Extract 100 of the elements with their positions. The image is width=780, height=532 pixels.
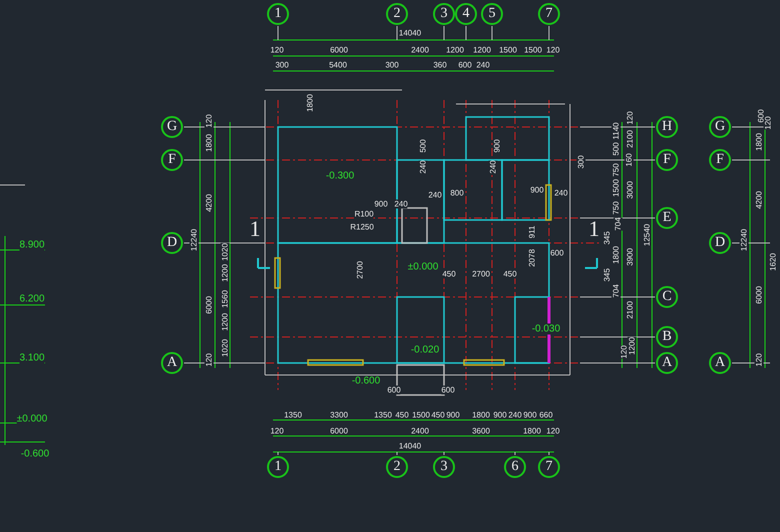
dimension-text: 1200 — [446, 46, 464, 54]
dimension-text: 900 — [493, 410, 507, 420]
dimension-text: 120 — [270, 426, 284, 436]
dimension-text: 750 — [612, 163, 620, 177]
dimension-text: 1020 — [220, 339, 230, 357]
dimension-text: 5400 — [329, 60, 347, 70]
elevation-text: -0.300 — [326, 170, 354, 182]
dimension-text: 900 — [374, 200, 388, 208]
dimension-text: 345 — [602, 231, 612, 245]
elevation-text: ±0.000 — [408, 262, 438, 272]
dimension-text: 1200 — [220, 313, 230, 331]
dimension-text: 1800 — [754, 133, 764, 151]
dimension-text: 1200 — [473, 46, 491, 54]
axis-bubble: F — [161, 149, 183, 171]
dimension-text: 900 — [523, 410, 537, 420]
dimension-text: 1620 — [768, 253, 778, 271]
dimension-text: 3300 — [330, 410, 348, 420]
dimension-text: 120 — [626, 111, 634, 125]
dimension-text: 120 — [546, 426, 560, 436]
axis-bubble: 5 — [481, 3, 503, 25]
dimension-text: 120 — [270, 46, 284, 54]
dimension-text: 900 — [492, 139, 502, 153]
dimension-text: 120 — [204, 353, 214, 367]
elevation-text: ±0.000 — [16, 414, 48, 424]
dimension-text: 240 — [428, 190, 442, 200]
axis-bubble: D — [709, 232, 731, 254]
dimension-text: 1500 — [499, 46, 517, 54]
dimension-text: 6000 — [330, 46, 348, 54]
dimension-text: 600 — [756, 109, 766, 123]
axis-bubble: 1 — [267, 3, 289, 25]
axis-bubble: 4 — [455, 3, 477, 25]
dimension-text: 240 — [508, 410, 522, 420]
axis-bubble: C — [656, 286, 678, 308]
dimension-text: 2100 — [626, 130, 634, 148]
dimension-text: 120 — [620, 345, 628, 359]
dimension-text: R100 — [354, 210, 374, 218]
axis-bubble: F — [656, 149, 678, 171]
dimension-text: 6000 — [204, 296, 214, 314]
dimension-text: 2400 — [411, 426, 429, 436]
dimension-text: 4200 — [754, 191, 764, 209]
dimension-text: 160 — [624, 153, 634, 167]
dimension-text: 500 — [418, 139, 428, 153]
dimension-text: 12240 — [740, 228, 748, 252]
dimension-text: 450 — [503, 270, 517, 278]
elevation-text: 3.100 — [19, 352, 45, 364]
axis-bubble: B — [656, 326, 678, 348]
axis-bubble: 1 — [267, 456, 289, 478]
dimension-text: 660 — [539, 410, 553, 420]
dimension-text: 1560 — [220, 290, 230, 308]
dimension-text: 240 — [488, 160, 498, 174]
axis-bubble: 2 — [386, 456, 408, 478]
dimension-text: 1500 — [412, 410, 430, 420]
dimension-text: 14040 — [398, 28, 422, 38]
elevation-text: 8.900 — [19, 240, 45, 250]
dimension-text: 1500 — [524, 46, 542, 54]
dimension-text: 120 — [204, 114, 214, 128]
axis-bubble: 2 — [386, 3, 408, 25]
dimension-text: 3000 — [626, 181, 634, 199]
dimension-text: 600 — [458, 60, 472, 70]
axis-bubble: 7 — [538, 3, 560, 25]
axis-bubble: 6 — [504, 456, 526, 478]
dimension-text: 704 — [614, 217, 622, 231]
dimension-text: 12240 — [190, 228, 198, 252]
elevation-text: -0.020 — [410, 344, 440, 356]
dimension-text: 14040 — [398, 442, 422, 450]
dimension-text: 1800 — [306, 94, 314, 112]
axis-bubble: A — [161, 352, 183, 374]
dimension-text: 450 — [431, 410, 445, 420]
section-mark: 1 — [250, 218, 260, 240]
dimension-text: 6000 — [330, 426, 348, 436]
axis-bubble: E — [656, 207, 678, 229]
axis-bubble: A — [656, 352, 678, 374]
axis-bubble: G — [161, 116, 183, 138]
dimension-text: 120 — [764, 116, 772, 130]
dimension-text: 3900 — [626, 248, 634, 266]
dimension-text: 800 — [450, 188, 464, 198]
dimension-text: 600 — [387, 386, 401, 394]
dimension-text: 600 — [550, 248, 564, 258]
axis-bubble: F — [709, 149, 731, 171]
axis-bubble: H — [656, 116, 678, 138]
dimension-text: 450 — [442, 270, 456, 278]
dimension-text: 1020 — [220, 243, 230, 261]
axis-bubble: D — [161, 232, 183, 254]
dimension-text: 2700 — [356, 261, 364, 279]
dimension-text: 450 — [395, 410, 409, 420]
dimension-text: 911 — [528, 226, 536, 238]
dimension-text: 1800 — [204, 134, 214, 152]
dimension-text: 600 — [441, 386, 455, 394]
dimension-text: 1200 — [220, 264, 230, 282]
dimension-text: 240 — [418, 160, 428, 174]
dimension-text: 3600 — [472, 426, 490, 436]
dimension-text: 1200 — [628, 337, 636, 355]
dimension-text: 300 — [576, 155, 586, 169]
axis-bubble: 3 — [433, 456, 455, 478]
dimension-text: 6000 — [754, 286, 764, 304]
dimension-text: 300 — [385, 60, 399, 70]
elevation-text: 6.200 — [19, 294, 45, 304]
dimension-text: 2078 — [528, 249, 536, 267]
elevation-text: -0.600 — [352, 376, 380, 386]
dimension-text: 1800 — [612, 246, 620, 264]
